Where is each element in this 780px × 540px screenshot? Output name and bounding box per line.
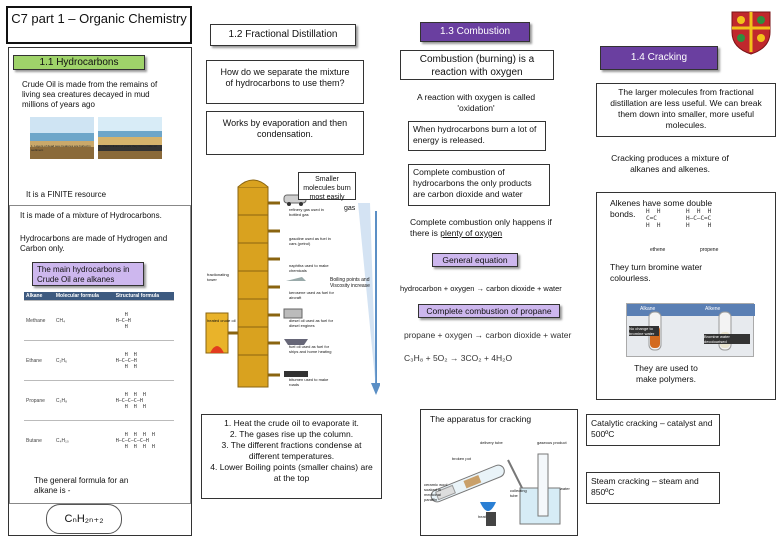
alkane-formula: C₄H₁₀ bbox=[53, 420, 114, 461]
cracking-mixture-text: Cracking produces a mixture of alkanes a… bbox=[611, 153, 729, 174]
main-hydrocarbons-box: The main hydrocarbons in Crude Oil are a… bbox=[32, 262, 144, 286]
heated-crude-label: heated crude oil bbox=[207, 318, 236, 323]
apparatus-label: gaseous product bbox=[537, 440, 567, 445]
alkane-name: Butane bbox=[24, 420, 54, 461]
alkane-structure: H H H H—C—C—C—H H H H bbox=[115, 391, 146, 410]
apparatus-label: heat bbox=[478, 514, 486, 519]
propene-label: propene bbox=[700, 247, 719, 253]
distillation-steps: 1. Heat the crude oil to evaporate it. 2… bbox=[201, 414, 382, 499]
combustion-definition: Combustion (burning) is a reaction with … bbox=[400, 50, 554, 80]
fraction-label: naphtha used to make chemicals bbox=[289, 263, 329, 273]
no-change-label: No change to bromine water bbox=[629, 326, 659, 336]
step-1: 1. Heat the crude oil to evaporate it. bbox=[224, 418, 359, 428]
plenty-oxygen-text: Complete combustion only happens if ther… bbox=[410, 217, 552, 238]
ethene-label: ethene bbox=[650, 247, 666, 253]
cracking-heading: 1.4 Cracking bbox=[600, 46, 718, 70]
energy-released-box: When hydrocarbons burn a lot of energy i… bbox=[408, 121, 546, 151]
table-row: Butane C₄H₁₀ H H H H H—C—C—C—C—H H H H H bbox=[24, 420, 174, 461]
mixture-text: It is made of a mixture of Hydrocarbons. bbox=[20, 211, 162, 220]
polymers-text: They are used to make polymers. bbox=[634, 363, 698, 384]
table-header: Molecular formula bbox=[53, 292, 114, 301]
apparatus-label: collecting tube bbox=[510, 488, 527, 498]
fraction-label: fuel oil used as fuel for ships and home… bbox=[289, 344, 332, 354]
cracking-apparatus-diagram bbox=[422, 428, 576, 534]
fraction-label: refinery gas used in bottled gas bbox=[289, 207, 324, 217]
apparatus-heading: The apparatus for cracking bbox=[430, 414, 532, 424]
table-row: Ethane C₂H₆ H H H—C—C—H H H bbox=[24, 340, 174, 381]
table-row: Methane CH₄ H H—C—H H bbox=[24, 300, 174, 341]
alkane-structure: H H H—C—C—H H H bbox=[115, 351, 137, 370]
smaller-molecules-note: Smaller molecules burn most easily bbox=[298, 172, 356, 201]
bromine-water-text: They turn bromine water colourless. bbox=[610, 262, 703, 283]
finite-resource-text: It is a FINITE resource bbox=[26, 190, 107, 199]
propane-combustion-label: Complete combustion of propane bbox=[418, 304, 560, 318]
gas-label: gas bbox=[344, 205, 356, 212]
distillation-question: How do we separate the mixture of hydroc… bbox=[206, 60, 364, 104]
alkane-formula-box: CₙH₂ₙ₊₂ bbox=[46, 504, 122, 534]
general-formula-text: The general formula for an alkane is - bbox=[34, 476, 129, 495]
larger-molecules-box: The larger molecules from fractional dis… bbox=[596, 83, 776, 137]
sea-strata-illustration bbox=[30, 117, 162, 159]
alkene-label: Alkene bbox=[705, 306, 721, 312]
fraction-label: kerosene used as fuel for aircraft bbox=[289, 290, 334, 300]
general-equation-label: General equation bbox=[432, 253, 518, 267]
alkane-formula: C₂H₆ bbox=[53, 340, 114, 381]
distillation-answer: Works by evaporation and then condensati… bbox=[206, 111, 364, 155]
general-equation: hydrocarbon + oxygen → carbon dioxide + … bbox=[400, 284, 562, 293]
catalytic-cracking-box: Catalytic cracking – catalyst and 500ºC bbox=[586, 414, 720, 446]
hc-text: Hydrocarbons are made of Hydrogen and Ca… bbox=[20, 234, 168, 253]
step-3: 3. The different fractions condense at d… bbox=[221, 440, 362, 461]
complete-combustion-box: Complete combustion of hydrocarbons the … bbox=[408, 164, 550, 206]
crude-oil-intro: Crude Oil is made from the remains of li… bbox=[22, 80, 158, 109]
alkane-structure: H H H H H—C—C—C—C—H H H H H bbox=[115, 431, 155, 450]
distillation-heading: 1.2 Fractional Distillation bbox=[210, 24, 356, 46]
hydrocarbons-heading: 1.1 Hydrocarbons bbox=[13, 55, 145, 70]
alkane-table: Alkane Molecular formula Structural form… bbox=[24, 292, 174, 461]
fractionating-column-diagram bbox=[200, 163, 381, 403]
propane-symbol-equation: C₃H₈ + 5O₂ → 3CO₂ + 4H₂O bbox=[404, 353, 513, 363]
table-header: Alkane bbox=[24, 292, 54, 301]
alkane-name: Ethane bbox=[24, 340, 54, 381]
alkenes-panel bbox=[596, 192, 776, 400]
table-header: Structural formula bbox=[113, 292, 174, 301]
alkane-name: Methane bbox=[24, 300, 54, 341]
fraction-label: bitumen used to make roads bbox=[289, 377, 329, 387]
oxidation-text: A reaction with oxygen is called 'oxidat… bbox=[416, 92, 536, 113]
boiling-point-label: Boiling points and Viscosity increase bbox=[330, 277, 370, 289]
alkane-name: Propane bbox=[24, 380, 54, 421]
school-crest-icon bbox=[728, 8, 774, 56]
apparatus-label: broken pot bbox=[452, 456, 471, 461]
apparatus-label: ceramic wool soaked in medicinal paraffi… bbox=[424, 482, 448, 502]
fraction-label: diesel oil used as fuel for diesel engin… bbox=[289, 318, 334, 328]
step-4: 4. Lower Boiling points (smaller chains)… bbox=[210, 462, 373, 483]
alkane-label: Alkane bbox=[640, 306, 656, 312]
combustion-heading: 1.3 Combustion bbox=[420, 22, 530, 42]
step-2: 2. The gases rise up the column. bbox=[229, 429, 354, 439]
steam-cracking-box: Steam cracking – steam and 850ºC bbox=[586, 472, 720, 504]
alkane-formula: CH₄ bbox=[53, 300, 114, 341]
table-row: Propane C₃H₈ H H H H—C—C—C—H H H H bbox=[24, 380, 174, 421]
fractionating-tower-label: fractionating tower bbox=[207, 272, 229, 282]
propane-word-equation: propane + oxygen → carbon dioxide + wate… bbox=[404, 330, 572, 340]
strata-caption-1: 1. Layers of dead sea creatures are buri… bbox=[31, 144, 91, 152]
strata-caption-2: 2. Over millions of years they form crud… bbox=[99, 144, 157, 148]
apparatus-label: delivery tube bbox=[480, 440, 503, 445]
alkane-structure: H H—C—H H bbox=[115, 311, 131, 330]
apparatus-label: water bbox=[560, 486, 570, 491]
decolourised-label: Bromine water decolourised bbox=[704, 334, 750, 344]
page-title: C7 part 1 – Organic Chemistry bbox=[6, 6, 192, 44]
alkane-formula: C₃H₈ bbox=[53, 380, 114, 421]
fraction-label: gasoline used as fuel in cars (petrol) bbox=[289, 236, 331, 246]
alkenes-text: Alkenes have some double bonds. bbox=[610, 198, 713, 219]
